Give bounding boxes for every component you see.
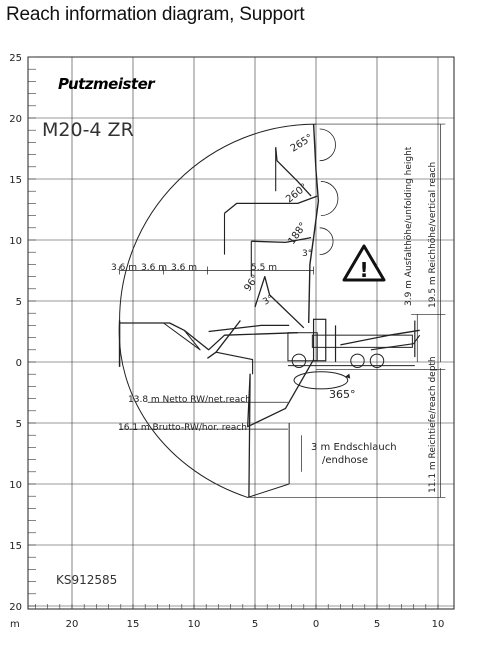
y-tick-label: 25 <box>9 53 22 64</box>
boom-folded-arm <box>207 320 241 359</box>
x-tick-label: 10 <box>432 619 445 630</box>
net-reach-label: 13.8 m Netto RW/net.reach <box>128 395 251 405</box>
boom-vertical-max <box>308 124 320 324</box>
y-tick-label: 15 <box>9 541 22 552</box>
truck-outline <box>287 318 415 368</box>
joint-angle-arc <box>319 227 334 256</box>
x-tick-label: 10 <box>188 619 201 630</box>
segment-label-4: 5.5 m <box>251 263 277 273</box>
angle-label-a2: 188° <box>286 221 309 247</box>
angle-label-a1: 96° <box>242 273 261 294</box>
drawing-number: KS912585 <box>56 573 117 587</box>
reach-depth-label: 11.1 m Reichtiefe/reach depth <box>428 356 438 493</box>
boom-arm-middle <box>224 195 318 214</box>
angle-label-a4: 265° <box>289 132 315 154</box>
vertical-reach-label: 19.5 m Reichhöhe/vertical reach <box>428 162 438 308</box>
x-tick-label: 20 <box>66 619 79 630</box>
boom-folded-hose <box>215 351 254 375</box>
brand-logo: Putzmeister <box>58 75 156 93</box>
truck-wheel <box>369 353 385 368</box>
y-tick-label: 0 <box>16 358 22 369</box>
end-hose-label-2: /endhose <box>322 455 368 466</box>
reach-envelope-curve <box>118 123 317 498</box>
x-tick-label: 15 <box>127 619 140 630</box>
dimension-lines <box>119 123 446 498</box>
warning-icon: ! <box>342 244 386 282</box>
boom-pedestal <box>312 318 327 362</box>
x-tick-label: 5 <box>374 619 380 630</box>
reach-envelope <box>118 123 339 498</box>
boom-horizontal-fold <box>163 322 201 351</box>
axis-ticks: 20 15 10 5 0 5 10 25 20 15 10 5 0 5 10 15 20 <box>9 53 444 630</box>
x-tick-label: 0 <box>313 619 319 630</box>
y-tick-label: 15 <box>9 175 22 186</box>
y-tick-label: 20 <box>9 114 22 125</box>
grid <box>28 56 454 609</box>
boom-arm-lower <box>251 236 312 244</box>
boom-horizontal-max <box>119 322 298 351</box>
x-tick-label: 5 <box>252 619 258 630</box>
boom-down-max <box>247 359 315 498</box>
joint-angle-arc <box>319 128 336 162</box>
segment-label-1: 3.6 m <box>111 263 137 273</box>
truck-cab <box>287 332 318 362</box>
slew-arrow <box>345 373 351 379</box>
slew-ellipse <box>293 371 349 390</box>
boom-arm-upper <box>275 147 312 197</box>
model-label: M20-4 ZR <box>42 119 134 141</box>
truck-wheel <box>291 353 307 368</box>
gross-reach-label: 16.1 m Brutto-RW/hor. reach <box>118 423 247 433</box>
page-title: Reach information diagram, Support <box>6 4 305 25</box>
boom-transport-arm <box>340 329 420 346</box>
joint-angle-arc <box>320 181 339 216</box>
angle-label-small-1: 3° <box>302 249 312 259</box>
end-hose-label-1: 3 m Endschlauch <box>311 442 397 453</box>
angle-label-a3: 260° <box>284 182 310 206</box>
truck-body <box>311 334 413 348</box>
segment-label-2: 3.6 m <box>141 263 167 273</box>
angle-label-small-2: 3° <box>262 294 276 308</box>
warning-symbol: ! <box>359 258 368 282</box>
y-tick-label: 20 <box>9 602 22 613</box>
y-tick-label: 5 <box>16 419 22 430</box>
y-tick-label: 10 <box>9 236 22 247</box>
unfolding-height-label: 3.9 m Ausfalthöhe/unfolding height <box>404 146 414 306</box>
y-tick-label: 10 <box>9 480 22 491</box>
truck-wheel <box>350 353 365 368</box>
slew-angle-label: 365° <box>329 388 356 401</box>
boom-folded-top <box>208 324 290 333</box>
boom-mid-fold <box>254 275 305 329</box>
segment-label-3: 3.6 m <box>171 263 197 273</box>
y-tick-label: 5 <box>16 297 22 308</box>
axis-unit-label: m <box>10 619 20 630</box>
